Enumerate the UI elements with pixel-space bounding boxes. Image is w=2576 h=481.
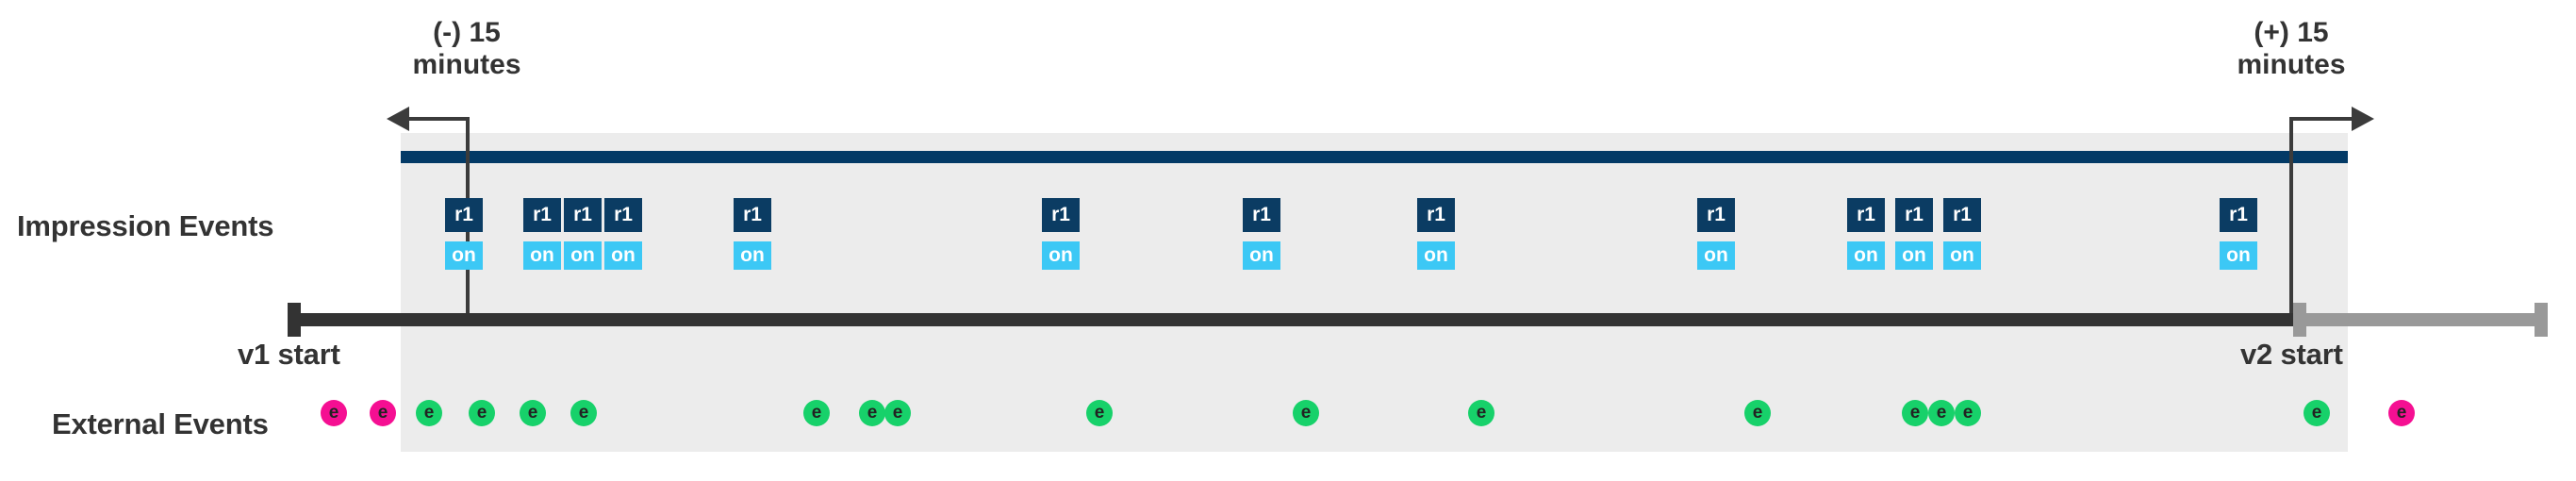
external-event-dot: e: [1928, 400, 1955, 426]
row-label-impression-events: Impression Events: [17, 209, 274, 242]
impression-state-badge: on: [523, 241, 561, 270]
impression-state-badge: on: [1243, 241, 1280, 270]
impression-state-badge: on: [1895, 241, 1933, 270]
callout-left-line1: (-) 15: [433, 17, 501, 48]
impression-rule-badge: r1: [1042, 198, 1080, 232]
callout-right-arrow-head: [2352, 107, 2374, 131]
impression-rule-badge: r1: [1943, 198, 1981, 232]
external-event-dot: e: [469, 400, 495, 426]
impression-rule-badge: r1: [1417, 198, 1455, 232]
impression-state-badge: on: [1042, 241, 1080, 270]
impression-state-badge: on: [1847, 241, 1885, 270]
impression-rule-badge: r1: [1697, 198, 1735, 232]
impression-state-badge: on: [604, 241, 642, 270]
impression-rule-badge: r1: [734, 198, 771, 232]
external-event-dot: e: [520, 400, 546, 426]
impression-rule-badge: r1: [2220, 198, 2257, 232]
callout-left-arrow-head: [387, 107, 409, 131]
impression-rule-badge: r1: [604, 198, 642, 232]
v2-end-cap: [2535, 303, 2548, 337]
external-event-dot: e: [859, 400, 885, 426]
impression-state-badge: on: [1417, 241, 1455, 270]
callout-left-line2: minutes: [412, 48, 521, 80]
v1-start-label: v1 start: [238, 338, 340, 371]
impression-state-badge: on: [1943, 241, 1981, 270]
external-event-dot: e: [1468, 400, 1494, 426]
row-label-external-events: External Events: [52, 407, 269, 440]
callout-minus-15-minutes: (-) 15 minutes: [335, 17, 599, 80]
window-end-guide-line: [2289, 117, 2293, 324]
impression-rule-badge: r1: [564, 198, 602, 232]
callout-left-arrow-shaft: [407, 117, 470, 121]
external-event-dot: e: [570, 400, 597, 426]
v2-start-label: v2 start: [2240, 338, 2343, 371]
external-event-dot: e: [884, 400, 911, 426]
external-event-dot: e: [370, 400, 396, 426]
external-event-dot: e: [1086, 400, 1113, 426]
callout-right-line1: (+) 15: [2254, 17, 2329, 48]
impression-state-badge: on: [2220, 241, 2257, 270]
attribution-window-band: [401, 133, 2348, 452]
external-event-dot: e: [2388, 400, 2415, 426]
external-event-dot: e: [2304, 400, 2330, 426]
impression-state-badge: on: [445, 241, 483, 270]
impression-rule-badge: r1: [1243, 198, 1280, 232]
callout-right-line2: minutes: [2237, 48, 2346, 80]
callout-plus-15-minutes: (+) 15 minutes: [2159, 17, 2423, 80]
callout-right-arrow-shaft: [2291, 117, 2353, 121]
impression-state-badge: on: [564, 241, 602, 270]
impression-rail: [401, 151, 2348, 163]
impression-rule-badge: r1: [523, 198, 561, 232]
external-event-dot: e: [321, 400, 347, 426]
external-event-dot: e: [1744, 400, 1771, 426]
impression-state-badge: on: [1697, 241, 1735, 270]
external-event-dot: e: [416, 400, 442, 426]
impression-rule-badge: r1: [445, 198, 483, 232]
external-event-dot: e: [803, 400, 830, 426]
external-event-dot: e: [1955, 400, 1981, 426]
external-event-dot: e: [1902, 400, 1928, 426]
external-event-dot: e: [1293, 400, 1319, 426]
impression-rule-badge: r1: [1895, 198, 1933, 232]
impression-state-badge: on: [734, 241, 771, 270]
impression-rule-badge: r1: [1847, 198, 1885, 232]
v1-timeline-bar: [288, 313, 2293, 326]
v2-timeline-bar: [2293, 313, 2548, 326]
